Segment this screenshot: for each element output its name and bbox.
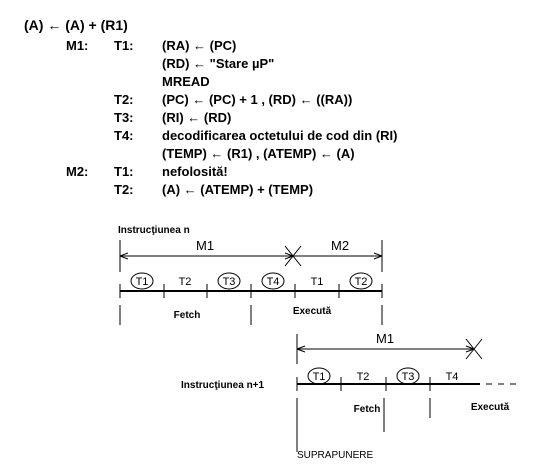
operation-text: (RA) ← (PC) [162,38,236,53]
timeline-instruction-n: Instrucţiunea n M1 M2 T1 T2 T3 T4 T1 [118,225,383,325]
state-label: T2 [357,371,370,383]
microcode-row: MREAD [162,74,210,89]
state-label: T1 [136,276,149,288]
state-label: T2 [355,276,368,288]
state-circle [261,272,285,290]
arrowhead [465,345,475,353]
operation-text: (A) ← (ATEMP) + (TEMP) [162,182,313,197]
timeline-title: Instrucţiunea n [118,225,190,236]
step-label: T3: [114,110,134,125]
operation-text: decodificarea octetului de cod din (RI) [162,128,397,143]
state-label: T4 [267,276,280,288]
state-label: T1 [311,276,324,288]
microcode-row: T2: (A) ← (ATEMP) + (TEMP) [114,182,313,197]
step-label: T2: [114,182,134,197]
arrowhead [373,252,383,260]
state-circle [349,272,373,290]
step-label: T4: [114,128,134,143]
step-label: T2: [114,92,134,107]
microcode-row: T2: (PC) ← (PC) + 1 , (RD) ← ((RA)) [114,92,352,107]
cycle-label: M2: [66,164,88,179]
overlap-label: SUPRAPUNERE [297,450,373,461]
state-label: T3 [402,371,415,383]
step-label: T1: [114,38,134,53]
boundary-cross-mark [284,245,302,267]
header-formula: (A) ← (A) + (R1) [24,17,128,33]
state-label: T3 [223,276,236,288]
state-circle [130,272,154,290]
m1-label: M1 [196,238,214,253]
microcode-row: T3: (RI) ← (RD) [114,110,231,125]
boundary-cross-mark [465,338,483,360]
arrowhead [296,345,306,353]
state-label: T1 [313,371,326,383]
microcode-row: (TEMP) ← (R1) , (ATEMP) ← (A) [162,146,355,161]
m1-label: M1 [376,331,394,346]
timeline-instruction-n1: M1 Instrucţiunea n+1 T1 T2 T3 T4 Fetch E… [181,331,516,461]
state-circle [396,367,420,385]
arrowhead [119,252,129,260]
m2-label: M2 [331,238,349,253]
microcode-row: T4: decodificarea octetului de cod din (… [114,128,397,143]
arrowhead [284,252,294,260]
execute-label: Execută [293,306,332,317]
operation-text: (RI) ← (RD) [162,110,231,125]
microcode-row: (RD) ← "Stare µP" [162,56,274,71]
operation-text: (RD) ← "Stare µP" [162,56,274,71]
state-circle [217,272,241,290]
operation-text: nefolosită! [162,164,228,179]
microcode-block: M1: T1: (RA) ← (PC) (RD) ← "Stare µP" MR… [66,38,397,197]
state-label: T4 [446,371,459,383]
fetch-label: Fetch [174,310,201,321]
microcode-row: M1: T1: (RA) ← (PC) [66,38,236,53]
execute-label: Execută [471,402,510,413]
operation-text: MREAD [162,74,210,89]
timeline-title: Instrucţiunea n+1 [181,380,265,391]
operation-text: (TEMP) ← (R1) , (ATEMP) ← (A) [162,146,355,161]
fetch-label: Fetch [354,404,381,415]
microcode-row: M2: T1: nefolosită! [66,164,228,179]
step-label: T1: [114,164,134,179]
operation-text: (PC) ← (PC) + 1 , (RD) ← ((RA)) [162,92,352,107]
state-label: T2 [179,276,192,288]
state-circle [307,367,331,385]
cycle-label: M1: [66,38,88,53]
